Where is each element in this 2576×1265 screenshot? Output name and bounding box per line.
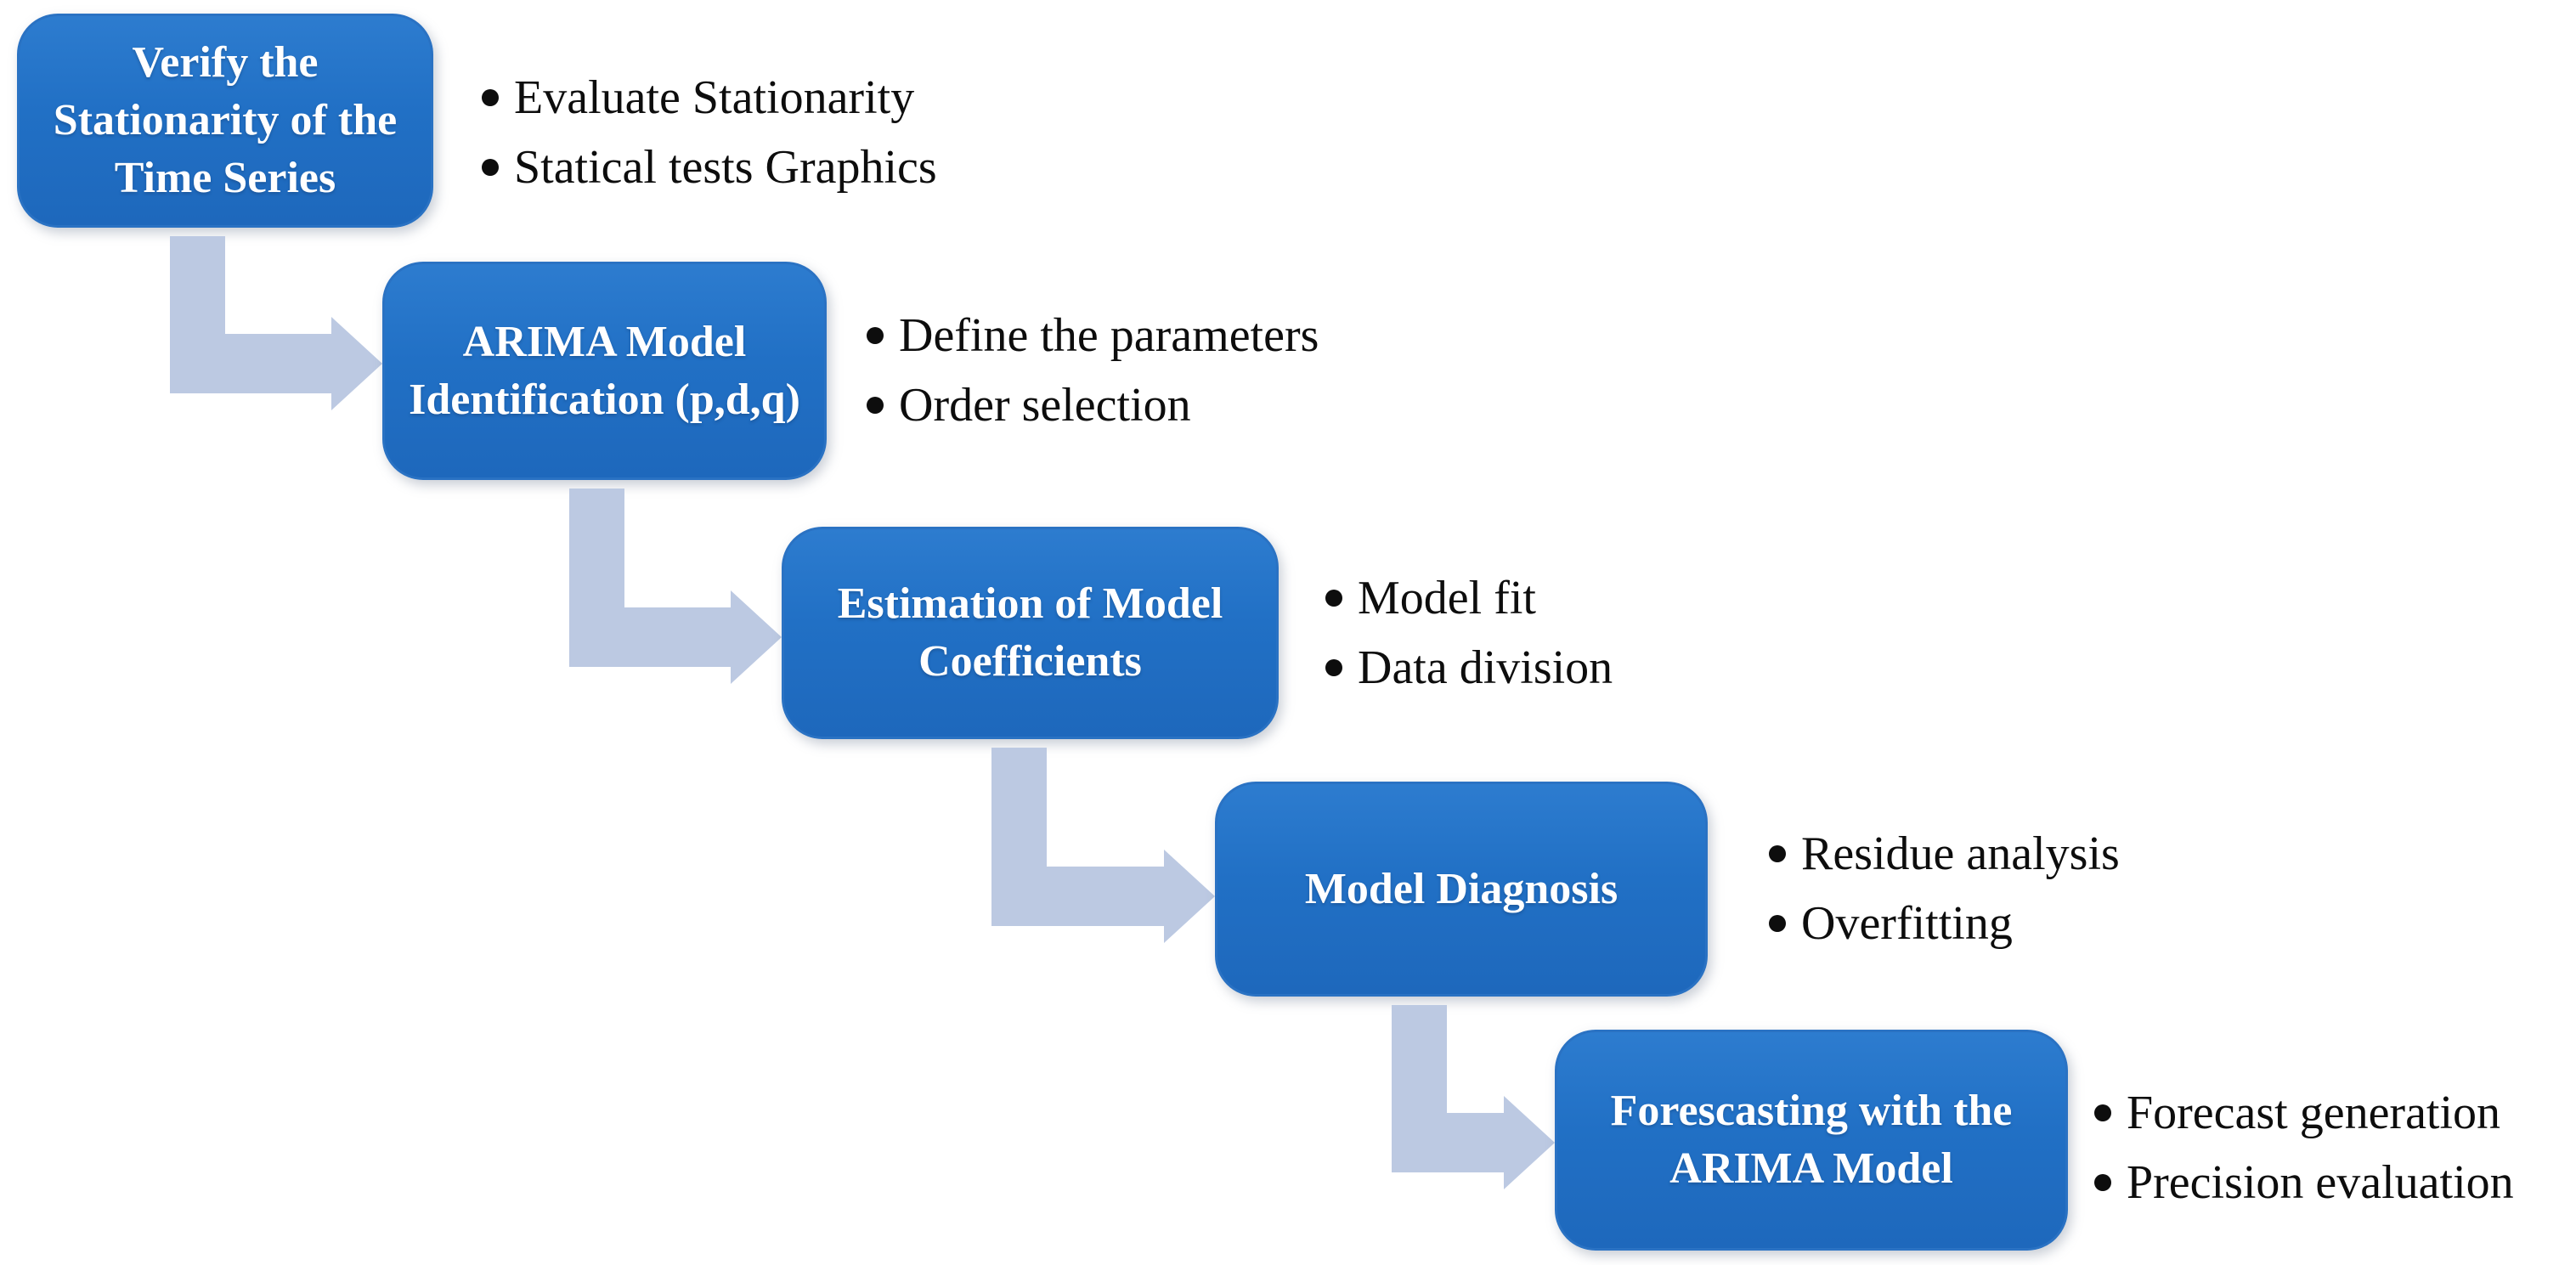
bullet-text: Statical tests Graphics	[514, 141, 937, 194]
bullet-item: Evaluate Stationarity	[482, 63, 937, 133]
bullet-text: Forecast generation	[2127, 1087, 2501, 1139]
bullet-text: Order selection	[899, 379, 1191, 432]
bullet-text: Precision evaluation	[2127, 1156, 2514, 1209]
flow-step-box-2: ARIMA Model Identification (p,d,q)	[382, 262, 827, 480]
bullet-dot-icon	[2094, 1174, 2111, 1191]
bullet-dot-icon	[867, 397, 884, 414]
flow-step-label-2: ARIMA Model Identification (p,d,q)	[409, 317, 800, 424]
bullet-list-4: Residue analysis Overfitting	[1769, 819, 2120, 958]
bullet-dot-icon	[1769, 845, 1786, 862]
bullet-item: Model fit	[1325, 563, 1613, 633]
elbow-arrow-3	[991, 748, 1215, 943]
flow-step-box-3: Estimation of Model Coefficients	[782, 527, 1279, 739]
bullet-dot-icon	[1325, 590, 1342, 607]
bullet-list-2: Define the parameters Order selection	[867, 301, 1319, 440]
bullet-list-1: Evaluate Stationarity Statical tests Gra…	[482, 63, 937, 202]
bullet-item: Residue analysis	[1769, 819, 2120, 889]
bullet-item: Data division	[1325, 633, 1613, 703]
bullet-list-5: Forecast generation Precision evaluation	[2094, 1078, 2514, 1217]
bullet-list-3: Model fit Data division	[1325, 563, 1613, 703]
flow-step-label-1: Verify the Stationarity of the Time Seri…	[53, 38, 398, 202]
bullet-item: Precision evaluation	[2094, 1148, 2514, 1217]
bullet-text: Model fit	[1358, 572, 1536, 624]
bullet-item: Define the parameters	[867, 301, 1319, 370]
bullet-dot-icon	[1325, 659, 1342, 676]
flow-step-label-5: Forescasting with the ARIMA Model	[1610, 1087, 2013, 1193]
bullet-item: Forecast generation	[2094, 1078, 2514, 1148]
flow-step-box-5: Forescasting with the ARIMA Model	[1555, 1030, 2068, 1251]
bullet-item: Statical tests Graphics	[482, 133, 937, 202]
elbow-arrow-2	[569, 488, 782, 684]
bullet-text: Overfitting	[1801, 897, 2013, 950]
bullet-dot-icon	[482, 159, 499, 176]
bullet-text: Data division	[1358, 641, 1613, 694]
elbow-arrow-4	[1392, 1005, 1555, 1189]
flow-step-label-3: Estimation of Model Coefficients	[837, 579, 1223, 686]
flow-step-box-1: Verify the Stationarity of the Time Seri…	[17, 14, 433, 228]
bullet-text: Evaluate Stationarity	[514, 71, 915, 124]
bullet-dot-icon	[867, 327, 884, 344]
bullet-dot-icon	[2094, 1104, 2111, 1121]
elbow-arrow-1	[170, 236, 382, 410]
bullet-item: Order selection	[867, 370, 1319, 440]
bullet-dot-icon	[1769, 915, 1786, 932]
bullet-dot-icon	[482, 89, 499, 106]
bullet-text: Residue analysis	[1801, 827, 2120, 880]
flow-step-label-4: Model Diagnosis	[1304, 864, 1618, 913]
bullet-text: Define the parameters	[899, 309, 1319, 362]
bullet-item: Overfitting	[1769, 889, 2120, 958]
flow-step-box-4: Model Diagnosis	[1215, 782, 1708, 997]
